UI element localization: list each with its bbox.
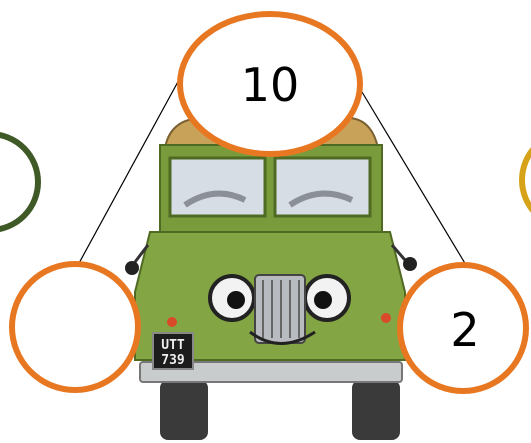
part-left-circle[interactable] <box>12 264 138 390</box>
plate-line-1: UTT <box>161 338 185 353</box>
plate-line-2: 739 <box>161 353 184 368</box>
part-right-number: 2 <box>450 303 479 357</box>
left-partial-circle <box>0 134 38 230</box>
right-partial-circle <box>522 132 531 228</box>
whole-number: 10 <box>241 58 300 112</box>
landrover-car-illustration: UTT 739 <box>125 118 417 440</box>
